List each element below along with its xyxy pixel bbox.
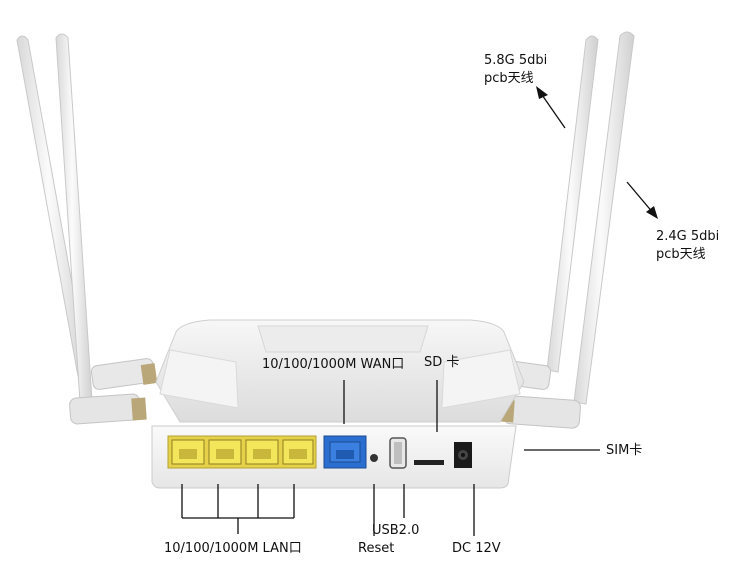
annotation-leader-lines — [181, 91, 655, 536]
annotation-sim-card: SIM卡 — [606, 443, 643, 458]
usb-port — [389, 437, 407, 469]
sd-card-slot — [414, 460, 444, 465]
reset-button-hole — [370, 454, 378, 462]
wan-port — [323, 435, 367, 469]
antenna-front-left — [55, 33, 147, 425]
annotation-24g-antenna-line2: pcb天线 — [656, 247, 706, 262]
annotation-5g-antenna-line2: pcb天线 — [484, 71, 534, 86]
antenna-back-left — [16, 35, 158, 390]
annotation-lan-ports: 10/100/1000M LAN口 — [164, 541, 302, 556]
annotation-reset: Reset — [358, 541, 395, 556]
annotation-arrowheads — [536, 86, 658, 219]
lan-ports — [167, 435, 317, 469]
annotation-sd-card: SD 卡 — [424, 355, 460, 370]
annotation-24g-antenna-line1: 2.4G 5dbi — [656, 229, 720, 244]
annotation-wan-port: 10/100/1000M WAN口 — [262, 357, 405, 372]
annotation-5g-antenna-line1: 5.8G 5dbi — [484, 53, 548, 68]
annotation-dc-power: DC 12V — [452, 541, 501, 556]
dc-power-jack — [454, 442, 472, 468]
annotation-usb: USB2.0 — [372, 523, 420, 538]
